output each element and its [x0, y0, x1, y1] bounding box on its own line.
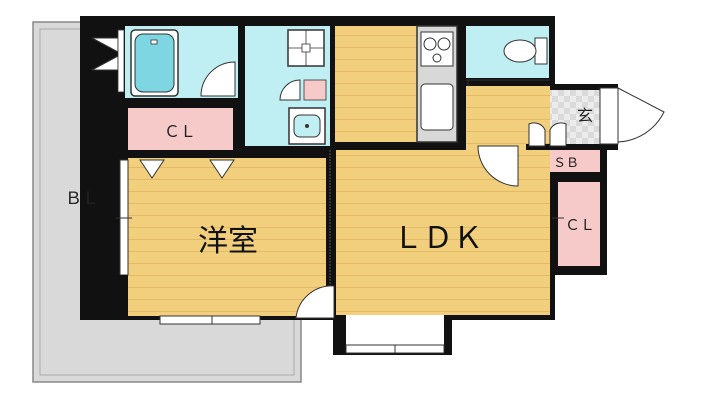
toilet-tank — [534, 37, 548, 65]
burner-2 — [437, 37, 451, 51]
label-western-room: 洋室 — [198, 224, 258, 259]
column — [80, 275, 128, 320]
ldk-door-swing — [477, 145, 519, 187]
washroom-cabinet — [303, 79, 327, 101]
label-balcony: ＢＬ — [65, 189, 99, 209]
bath-door-swing — [200, 61, 236, 97]
label-shoe-box: ＳＢ — [553, 156, 579, 171]
entrance-closet-doors — [528, 122, 567, 147]
bay-window-floor — [346, 315, 444, 349]
washroom-door-swing — [279, 79, 301, 101]
closet-ldk-floor — [558, 182, 600, 266]
burner-1 — [423, 37, 437, 51]
western-window — [159, 315, 261, 325]
western-room-floor — [128, 158, 326, 316]
western-door-swing — [295, 285, 335, 319]
closet-bath-doors — [139, 159, 235, 179]
balcony-window-frame — [117, 29, 125, 93]
front-door-frame — [599, 87, 619, 145]
label-closet-ldk: ＣＬ — [565, 216, 595, 234]
kitchen-sink — [420, 83, 454, 131]
closet-bath-floor — [128, 108, 233, 150]
toilet-bowl — [503, 39, 537, 63]
bathtub-basin — [134, 33, 175, 93]
front-door-swing — [617, 87, 665, 143]
burner-3 — [432, 53, 442, 63]
stove — [420, 31, 454, 67]
label-ldk: ＬＤＫ — [393, 221, 483, 256]
tub-drain — [150, 39, 158, 45]
label-entrance: 玄 — [577, 106, 593, 125]
label-closet-bath: ＣＬ — [164, 122, 196, 141]
